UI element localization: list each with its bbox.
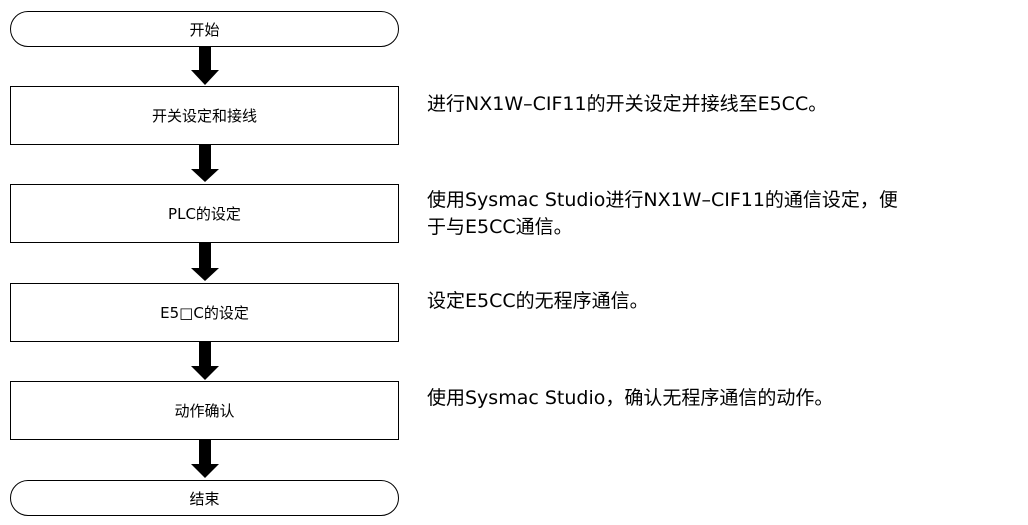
- step-description-switch-setup: 进行NX1W–CIF11的开关设定并接线至E5CC。: [427, 93, 828, 115]
- arrow-step-3-to-step-4: [191, 342, 219, 380]
- process-step-plc-setup: PLC的设定: [10, 184, 399, 243]
- arrow-step-1-to-step-2: [191, 145, 219, 182]
- process-step-operation-check: 动作确认: [10, 381, 399, 440]
- step-description-e5c-setup: 设定E5CC的无程序通信。: [427, 290, 649, 312]
- step-description-plc-setup: 使用Sysmac Studio进行NX1W–CIF11的通信设定，便 于与E5C…: [427, 189, 898, 238]
- process-step-e5c-setup: E5□C的设定: [10, 283, 399, 342]
- arrow-start-to-step-1: [191, 47, 219, 85]
- step-description-operation-check: 使用Sysmac Studio，确认无程序通信的动作。: [427, 387, 834, 409]
- process-step-switch-setup: 开关设定和接线: [10, 86, 399, 145]
- end-label: 结束: [189, 489, 220, 508]
- end-terminal: 结束: [10, 480, 399, 516]
- start-label: 开始: [189, 20, 220, 39]
- step-label: 开关设定和接线: [151, 107, 257, 125]
- start-terminal: 开始: [10, 11, 399, 47]
- arrow-step-4-to-end: [191, 440, 219, 478]
- step-label: E5□C的设定: [160, 304, 249, 322]
- step-label: PLC的设定: [168, 205, 241, 223]
- step-label: 动作确认: [174, 402, 235, 420]
- arrow-step-2-to-step-3: [191, 243, 219, 281]
